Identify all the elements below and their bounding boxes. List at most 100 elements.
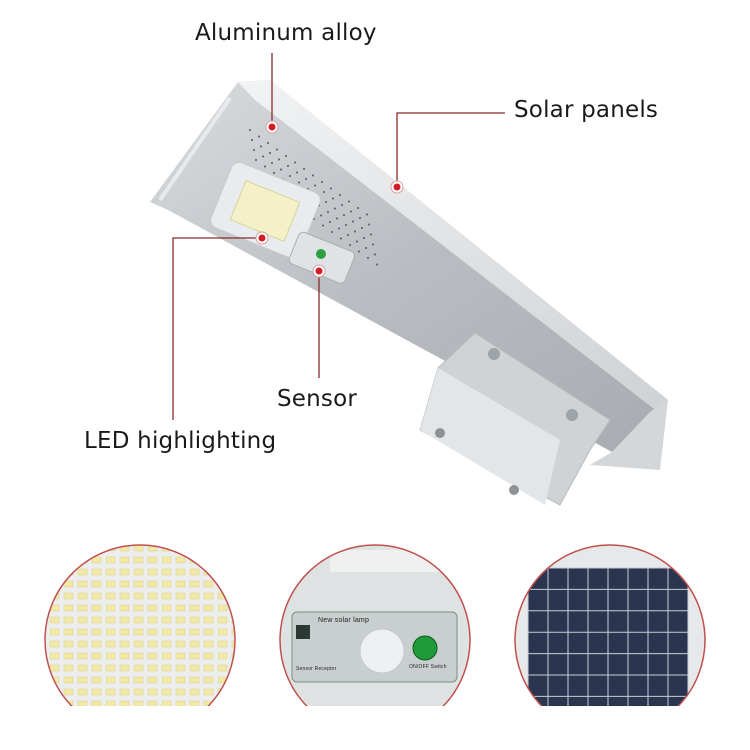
- led-chip: [147, 568, 158, 576]
- led-chip: [119, 676, 130, 684]
- vent-hole: [359, 217, 361, 219]
- led-chip: [147, 604, 158, 612]
- led-chip: [63, 545, 74, 552]
- led-chip: [133, 652, 144, 660]
- vent-hole: [320, 214, 322, 217]
- led-chip: [189, 580, 200, 588]
- led-chip: [189, 592, 200, 600]
- led-chip: [175, 556, 186, 564]
- led-chip: [63, 688, 74, 696]
- led-chip: [77, 676, 88, 684]
- vent-hole: [348, 200, 350, 203]
- led-chip: [175, 616, 186, 624]
- led-chip: [147, 688, 158, 696]
- led-chip: [217, 628, 228, 636]
- led-chip: [217, 700, 228, 706]
- vent-hole: [358, 250, 360, 253]
- led-chip: [203, 616, 214, 624]
- led-chip: [161, 616, 172, 624]
- led-chip: [91, 545, 102, 552]
- led-chip: [119, 688, 130, 696]
- led-chip: [175, 664, 186, 672]
- led-chip: [175, 628, 186, 636]
- led-chip: [175, 545, 186, 552]
- led-chip: [119, 568, 130, 576]
- led-chip: [119, 700, 130, 706]
- led-chip: [231, 568, 235, 576]
- vent-hole: [347, 234, 349, 236]
- led-chip: [231, 676, 235, 684]
- vent-hole: [303, 168, 305, 170]
- led-chip: [133, 604, 144, 612]
- led-chip: [91, 700, 102, 706]
- led-chip: [91, 580, 102, 588]
- led-chip: [49, 664, 60, 672]
- vent-hole: [336, 217, 338, 220]
- led-chip: [77, 640, 88, 648]
- led-chip: [63, 664, 74, 672]
- led-chip: [77, 604, 88, 612]
- led-chip: [77, 688, 88, 696]
- led-chip: [189, 545, 200, 552]
- vent-hole: [273, 172, 275, 174]
- led-chip: [147, 580, 158, 588]
- led-chip: [77, 628, 88, 636]
- led-chip: [105, 688, 116, 696]
- led-chip: [49, 640, 60, 648]
- led-chip: [231, 700, 235, 706]
- led-chip: [105, 616, 116, 624]
- vent-hole: [255, 159, 257, 161]
- led-chip: [77, 700, 88, 706]
- led-chip: [119, 652, 130, 660]
- led-chip: [217, 545, 228, 552]
- vent-hole: [294, 161, 296, 164]
- led-chip: [203, 640, 214, 648]
- vent-hole: [374, 253, 376, 256]
- led-chip: [91, 676, 102, 684]
- led-chip: [133, 556, 144, 564]
- vent-hole: [285, 155, 287, 157]
- led-chip: [105, 676, 116, 684]
- vent-hole: [339, 194, 341, 196]
- led-chip: [63, 592, 74, 600]
- led-chip: [91, 604, 102, 612]
- led-chip: [231, 604, 235, 612]
- led-chip: [105, 640, 116, 648]
- vent-hole: [343, 214, 345, 216]
- led-chip: [91, 640, 102, 648]
- led-chip: [147, 616, 158, 624]
- led-chip: [189, 676, 200, 684]
- sensor-receptor-label: Sensor Receptor: [296, 666, 337, 672]
- led-chip: [175, 700, 186, 706]
- vent-hole: [267, 142, 269, 144]
- led-chip: [119, 556, 130, 564]
- callout-lines: [172, 53, 505, 420]
- vent-hole: [368, 223, 370, 226]
- led-chip: [133, 592, 144, 600]
- led-chip: [203, 604, 214, 612]
- detail-led-chips: [44, 544, 236, 706]
- led-chip: [91, 592, 102, 600]
- vent-hole: [357, 207, 359, 209]
- led-chip: [63, 652, 74, 660]
- led-chip: [203, 676, 214, 684]
- led-chip: [49, 616, 60, 624]
- led-chip: [133, 688, 144, 696]
- led-chip: [133, 616, 144, 624]
- led-chip: [217, 652, 228, 660]
- led-chip: [91, 568, 102, 576]
- led-chip: [91, 664, 102, 672]
- led-chip: [49, 568, 60, 576]
- led-chip: [189, 652, 200, 660]
- callout-solar-panels: Solar panels: [514, 97, 659, 123]
- vent-hole: [349, 244, 351, 246]
- led-chip: [217, 580, 228, 588]
- led-chip: [105, 628, 116, 636]
- led-chip: [231, 688, 235, 696]
- led-chip: [133, 580, 144, 588]
- led-chip: [203, 664, 214, 672]
- led-chip: [175, 640, 186, 648]
- led-chip: [161, 688, 172, 696]
- vent-hole: [258, 135, 260, 138]
- led-chip: [133, 664, 144, 672]
